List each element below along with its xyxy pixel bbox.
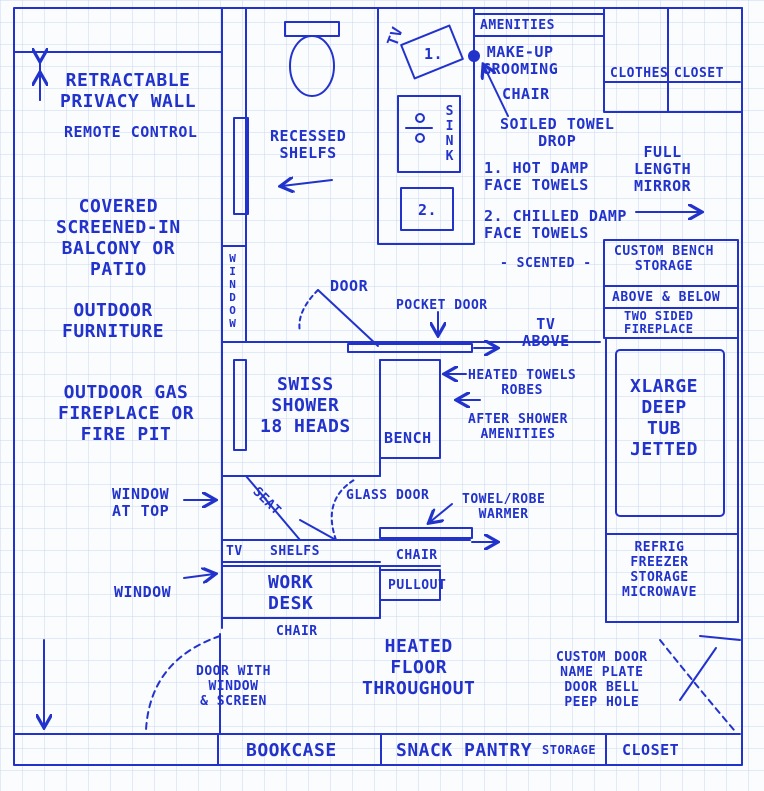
scented-label: - SCENTED - [500, 256, 592, 271]
after-shower-label: AFTER SHOWER AMENITIES [468, 412, 568, 442]
recessed-shelfs-label: RECESSED SHELFS [270, 127, 347, 162]
tv-above-label: TV ABOVE [522, 315, 570, 350]
swiss-shower-label: SWISS SHOWER 18 HEADS [260, 374, 351, 437]
box-1-label: 1. [424, 45, 444, 63]
tub-inner [615, 349, 725, 517]
shelfs-label: SHELFS [270, 544, 320, 559]
remote-control-label: REMOTE CONTROL [64, 123, 198, 141]
window-label: WINDOW [114, 583, 172, 601]
storage-label: STORAGE [542, 743, 597, 757]
window-vertical-label: WINDOW [226, 252, 239, 330]
pullout-tray [379, 569, 441, 601]
makeup-chair-dot [468, 50, 480, 62]
chilled-towels-label: 2. CHILLED DAMP FACE TOWELS [484, 207, 627, 242]
heated-towels-label: HEATED TOWELS ROBES [468, 368, 577, 398]
xlarge-tub-label: XLARGE DEEP TUB JETTED [630, 376, 699, 460]
towel-robe-warmer-label: TOWEL/ROBE WARMER [462, 492, 546, 522]
toilet-bowl [289, 35, 335, 97]
door-label: DOOR [330, 277, 369, 295]
amenities-label: AMENITIES [480, 18, 555, 33]
above-below-label: ABOVE & BELOW [612, 290, 721, 305]
outdoor-fireplace-label: OUTDOOR GAS FIREPLACE OR FIRE PIT [58, 382, 195, 445]
hot-towels-label: 1. HOT DAMP FACE TOWELS [484, 159, 589, 194]
custom-door-label: CUSTOM DOOR NAME PLATE DOOR BELL PEEP HO… [556, 650, 648, 710]
glass-door-label: GLASS DOOR [346, 488, 430, 503]
pocket-door [347, 343, 473, 353]
vanity-counter [377, 7, 475, 245]
door-with-window-label: DOOR WITH WINDOW & SCREEN [196, 664, 271, 709]
refrig-label: REFRIG FREEZER STORAGE MICROWAVE [622, 540, 697, 600]
soiled-towel-label: SOILED TOWEL DROP [500, 115, 615, 150]
sink-label: SINK [442, 104, 457, 164]
bench-label: BENCH [384, 429, 432, 447]
clothes-closet [603, 7, 743, 113]
two-sided-fireplace-label: TWO SIDED FIREPLACE [624, 309, 694, 336]
bookcase-label: BOOKCASE [246, 740, 337, 761]
chair-top-label: CHAIR [502, 85, 550, 103]
work-desk-label: WORK DESK [268, 572, 314, 614]
tv-shelf-label: TV [226, 544, 243, 559]
chair-desk-label: CHAIR [276, 624, 318, 639]
closet-top-label: CLOSET [674, 66, 724, 81]
item-2-box [400, 187, 454, 231]
balcony-label: COVERED SCREENED-IN BALCONY OR PATIO [56, 196, 181, 280]
clothes-label: CLOTHES [610, 66, 669, 81]
shower-bench [379, 359, 441, 459]
heated-floor-label: HEATED FLOOR THROUGHOUT [362, 636, 476, 699]
custom-bench-label: CUSTOM BENCH STORAGE [614, 244, 714, 274]
box-2-label: 2. [418, 201, 438, 219]
sink-basin [397, 95, 461, 173]
snack-pantry-label: SNACK PANTRY [396, 740, 533, 761]
retractable-privacy-wall-label: RETRACTABLE PRIVACY WALL [60, 70, 197, 112]
recessed-shelf [233, 117, 249, 215]
chair-mid-label: CHAIR [396, 548, 438, 563]
full-length-mirror-label: FULL LENGTH MIRROR [634, 143, 692, 195]
item-1-box [400, 24, 464, 80]
window-at-top-label: WINDOW AT TOP [112, 485, 170, 520]
outdoor-furniture-label: OUTDOOR FURNITURE [62, 300, 165, 342]
pullout-label: PULLOUT [388, 578, 447, 593]
closet-bottom-label: CLOSET [622, 741, 680, 759]
makeup-grooming-label: MAKE-UP GROOMING [482, 43, 559, 78]
pocket-door-label: POCKET DOOR [396, 298, 488, 313]
